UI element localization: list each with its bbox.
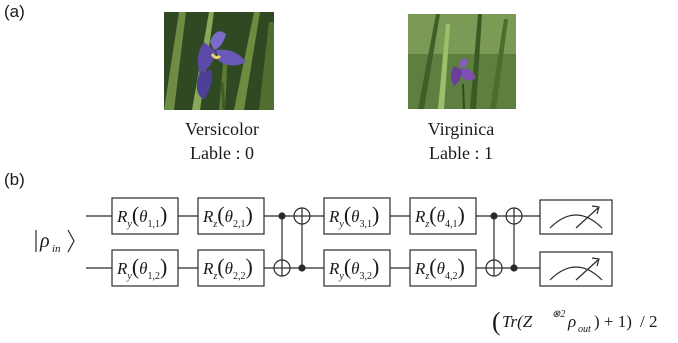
cnot-gate-1 <box>273 212 291 277</box>
gate-r2-1: Ry(θ1,2) <box>111 249 179 287</box>
virginica-label: Lable : 1 <box>429 143 493 163</box>
output-power: ⊗2 <box>552 309 565 320</box>
cnot-gate-4 <box>505 207 523 272</box>
output-divisor: / 2 <box>640 312 657 331</box>
meter-icon-2 <box>539 251 613 287</box>
cnot-gate-2 <box>293 207 311 272</box>
input-rho-subscript: in <box>52 243 61 255</box>
svg-text:Rz(θ2,2): Rz(θ2,2) <box>202 254 253 282</box>
gate-r1-1: Ry(θ1,1) <box>111 197 179 235</box>
panel-label-a: (a) <box>4 2 25 21</box>
panel-label-b: (b) <box>4 170 25 189</box>
versicolor-photo <box>164 12 274 110</box>
gate-r1-4: Rz(θ4,1) <box>409 197 477 235</box>
svg-text:Rz(θ2,1): Rz(θ2,1) <box>202 202 253 230</box>
output-rho-subscript: out <box>578 324 591 335</box>
meter-icon-1 <box>539 199 613 235</box>
cnot-gate-3 <box>485 212 503 277</box>
gate-r2-4: Rz(θ4,2) <box>409 249 477 287</box>
input-rho: ρ <box>39 230 50 252</box>
output-rho: ρ <box>567 312 576 331</box>
virginica-name: Virginica <box>427 119 495 139</box>
input-state: ρ in <box>35 229 75 255</box>
svg-text:Ry(θ1,1): Ry(θ1,1) <box>116 202 167 230</box>
output-tail: ) + 1) <box>594 312 632 331</box>
svg-text:Rz(θ4,1): Rz(θ4,1) <box>414 202 465 230</box>
virginica-photo <box>408 14 516 109</box>
svg-text:Ry(θ1,2): Ry(θ1,2) <box>116 254 167 282</box>
svg-text:Ry(θ3,1): Ry(θ3,1) <box>328 202 379 230</box>
gate-r2-3: Ry(θ3,2) <box>323 249 391 287</box>
svg-text:(: ( <box>492 307 501 336</box>
svg-text:Rz(θ4,2): Rz(θ4,2) <box>414 254 465 282</box>
gate-r2-2: Rz(θ2,2) <box>197 249 265 287</box>
gate-r1-3: Ry(θ3,1) <box>323 197 391 235</box>
output-expression: ( Tr(Z ⊗2 ρ out ) + 1) / 2 <box>492 307 657 336</box>
versicolor-name: Versicolor <box>185 119 259 139</box>
svg-text:Ry(θ3,2): Ry(θ3,2) <box>328 254 379 282</box>
versicolor-label: Lable : 0 <box>190 143 254 163</box>
output-tr: Tr(Z <box>502 312 533 331</box>
gate-r1-2: Rz(θ2,1) <box>197 197 265 235</box>
